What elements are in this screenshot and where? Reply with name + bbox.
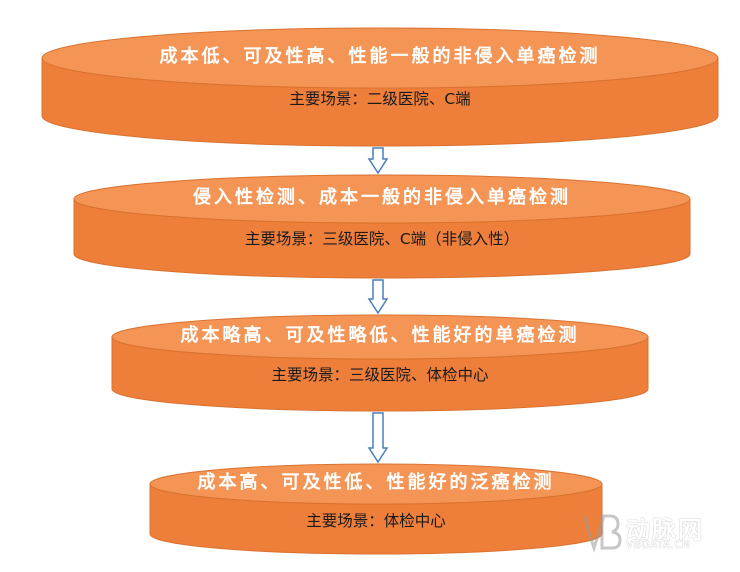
stage-title-4: 成本高、可及性低、性能好的泛癌检测 bbox=[197, 472, 555, 493]
stage-scene-2: 主要场景：三级医院、C端（非侵入性） bbox=[244, 229, 520, 248]
down-arrow-icon bbox=[367, 412, 389, 464]
disc-top bbox=[149, 463, 603, 505]
disc-top bbox=[41, 27, 719, 89]
stage-disc-3 bbox=[111, 314, 649, 412]
watermark-url: VBDATA.CN bbox=[626, 539, 691, 551]
stage-disc-1 bbox=[41, 27, 719, 147]
watermark-logo: 动脉网 VBDATA.CN bbox=[580, 508, 730, 558]
watermark-brand: 动脉网 bbox=[626, 516, 704, 544]
vb-logo-icon bbox=[582, 514, 622, 554]
disc-top bbox=[111, 314, 649, 360]
down-arrow-icon bbox=[367, 279, 389, 315]
stage-scene-3: 主要场景：三级医院、体检中心 bbox=[271, 366, 489, 384]
stage-scene-1: 主要场景：二级医院、C端 bbox=[289, 90, 471, 108]
stage-scene-4: 主要场景：体检中心 bbox=[306, 512, 446, 530]
stage-title-2: 侵入性检测、成本一般的非侵入单癌检测 bbox=[193, 187, 571, 208]
stage-title-1: 成本低、可及性高、性能一般的非侵入单癌检测 bbox=[159, 46, 601, 67]
stage-title-3: 成本略高、可及性略低、性能好的单癌检测 bbox=[180, 325, 580, 346]
stage-disc-4 bbox=[149, 463, 603, 555]
down-arrow-icon bbox=[367, 147, 389, 175]
disc-top bbox=[73, 174, 691, 224]
stage-disc-2 bbox=[73, 174, 691, 279]
